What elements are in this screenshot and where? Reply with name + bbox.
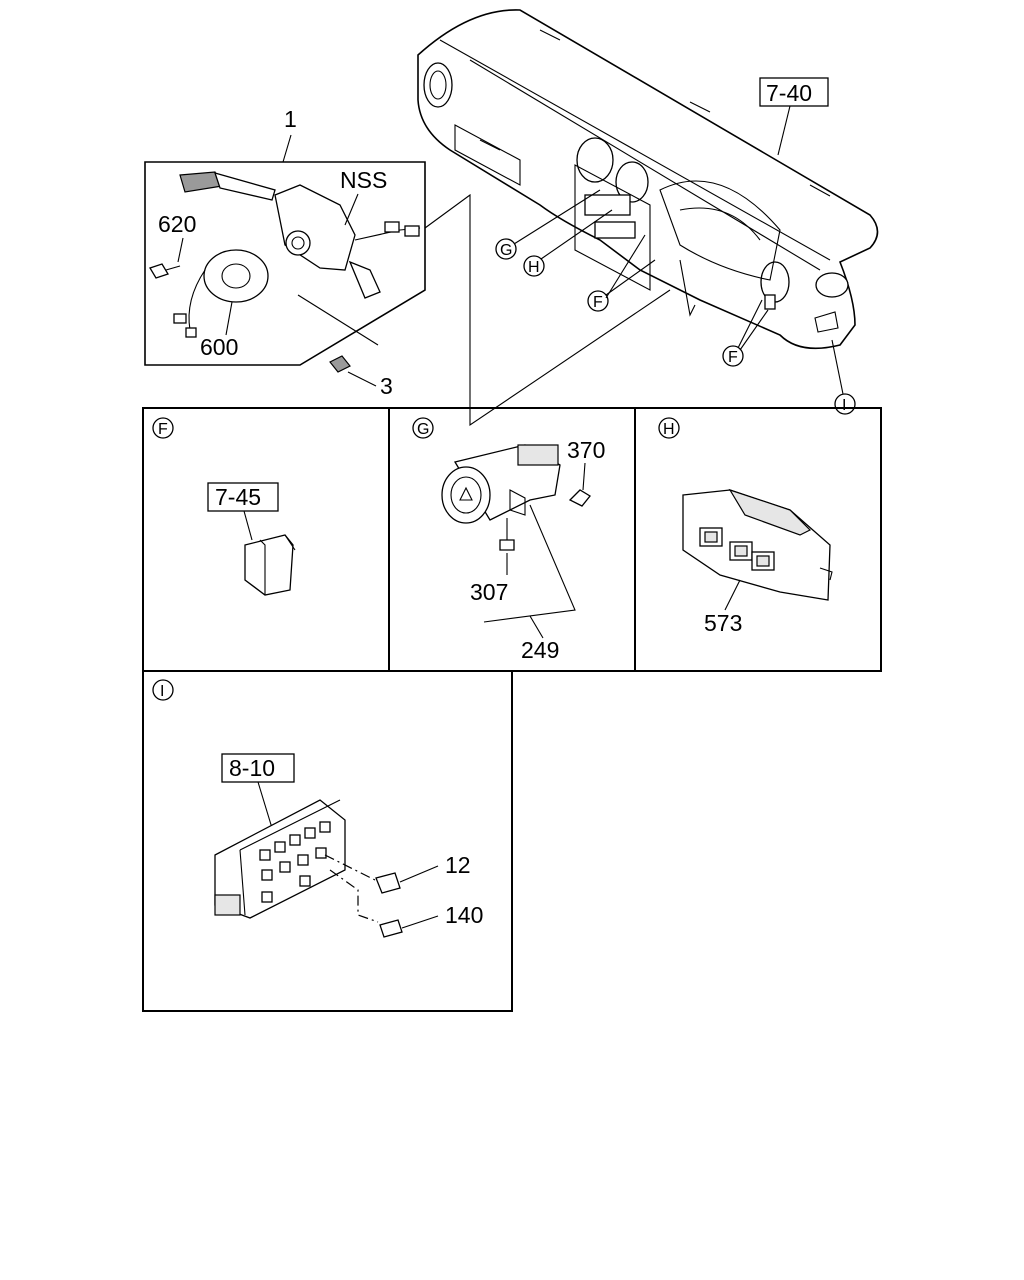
panel-i-p1: 12 xyxy=(445,852,471,878)
instrument-panel xyxy=(417,9,879,350)
ref-label-main: 7-40 xyxy=(766,80,812,106)
panel-g-marker: G xyxy=(417,421,429,438)
panel-g: G 370 307 249 xyxy=(412,417,605,663)
column-switch-group: 1 NSS 600 620 xyxy=(144,106,426,366)
screw-label: 3 xyxy=(380,373,393,399)
panel-h: H 573 xyxy=(658,417,833,636)
nss-label: NSS xyxy=(340,167,387,193)
bolt-label: 620 xyxy=(158,211,196,237)
panel-i-p2: 140 xyxy=(445,902,483,928)
panel-f-ref: 7-45 xyxy=(215,484,261,510)
panel-h-marker: H xyxy=(663,421,675,438)
marker-i-letter: I xyxy=(842,397,846,414)
marker-f-one: F xyxy=(587,290,609,312)
marker-f-two-letter: F xyxy=(728,349,738,366)
marker-f-one-letter: F xyxy=(593,294,603,311)
marker-f-two: F xyxy=(722,345,744,367)
marker-h: H xyxy=(523,255,545,277)
panel-g-p1: 370 xyxy=(567,437,605,463)
panel-i: I 8-10 12 140 xyxy=(152,679,483,938)
panel-g-p3: 249 xyxy=(521,637,559,663)
marker-i: I xyxy=(834,393,856,415)
marker-h-letter: H xyxy=(528,259,540,276)
panel-i-frame xyxy=(142,670,513,1012)
col-switch-label: 1 xyxy=(284,106,297,132)
screw-part: 3 xyxy=(329,355,393,399)
panel-f-marker: F xyxy=(158,421,168,438)
marker-g: G xyxy=(495,238,517,260)
panel-i-ref: 8-10 xyxy=(229,755,275,781)
panel-h-p1: 573 xyxy=(704,610,742,636)
panel-g-p2: 307 xyxy=(470,579,508,605)
ref-box-main: 7-40 xyxy=(759,77,829,107)
coil-label: 600 xyxy=(200,334,238,360)
panel-f: F 7-45 xyxy=(152,417,296,596)
marker-g-letter: G xyxy=(500,242,512,259)
panel-h-frame xyxy=(634,407,882,672)
panel-i-marker: I xyxy=(160,683,164,700)
